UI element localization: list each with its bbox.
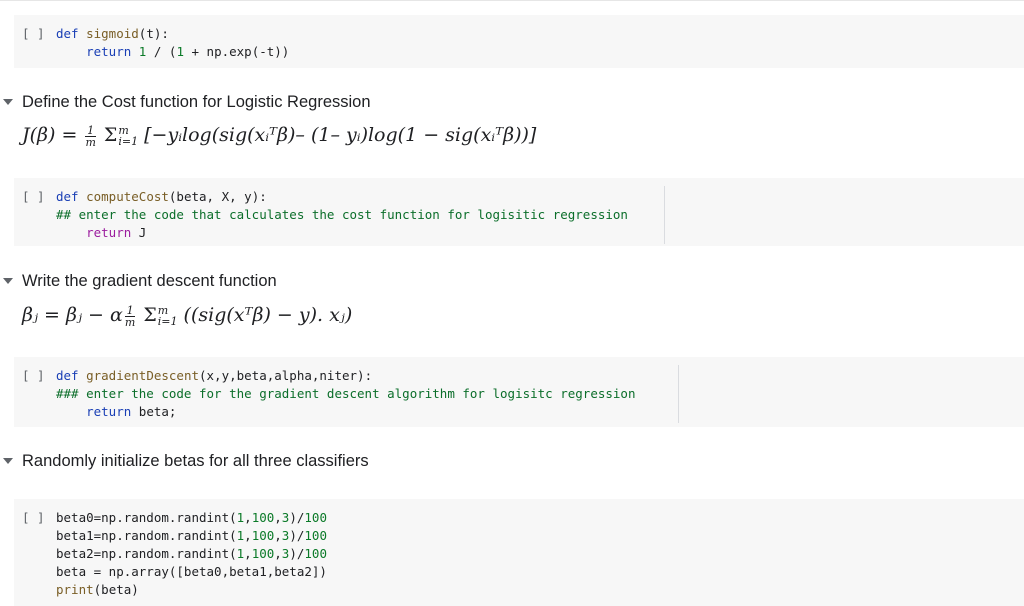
cell-divider	[664, 186, 665, 244]
code-text: / (	[146, 44, 177, 59]
number: 100	[251, 510, 275, 525]
code-editor[interactable]: beta0=np.random.randint(1,100,3)/100 bet…	[56, 510, 327, 597]
run-cell-button[interactable]: [ ]	[22, 368, 45, 383]
sum-symbol: Σ	[143, 304, 157, 326]
number: 1	[138, 44, 147, 59]
number: 1	[236, 510, 245, 525]
heading-text: Randomly initialize betas for all three …	[22, 451, 369, 470]
sum-lower: i=1	[157, 315, 178, 328]
function-name: sigmoid	[86, 26, 139, 41]
number: 1	[236, 528, 245, 543]
code-text: beta = np.array([beta0,beta1,beta2])	[56, 564, 327, 579]
run-cell-button[interactable]: [ ]	[22, 510, 45, 525]
function-name: gradientDescent	[86, 368, 199, 383]
number: 100	[251, 546, 275, 561]
section-heading-cost: Define the Cost function for Logistic Re…	[0, 91, 371, 113]
chevron-down-icon[interactable]	[3, 99, 13, 105]
code-text: beta;	[131, 404, 177, 419]
code-comment: ## enter the code that calculates the co…	[56, 207, 628, 222]
code-text: J	[131, 225, 147, 240]
cell-divider	[678, 365, 679, 423]
keyword: return	[86, 404, 132, 419]
number: 100	[304, 528, 327, 543]
fraction-numerator: 1	[124, 303, 136, 317]
code-text: + np.exp(-t))	[183, 44, 290, 59]
function-name: computeCost	[86, 189, 169, 204]
sum-lower: i=1	[118, 135, 139, 148]
chevron-down-icon[interactable]	[3, 278, 13, 284]
code-editor[interactable]: def gradientDescent(x,y,beta,alpha,niter…	[56, 367, 635, 421]
number: 1	[236, 546, 245, 561]
formula-body: ((sig(xᵀβ) − y). xⱼ)	[183, 304, 353, 326]
code-editor[interactable]: def computeCost(beta, X, y): ## enter th…	[56, 188, 628, 242]
number: 100	[251, 528, 275, 543]
run-cell-button[interactable]: [ ]	[22, 26, 45, 41]
run-cell-button[interactable]: [ ]	[22, 189, 45, 204]
code-text: beta1=np.random.randint(	[56, 528, 237, 543]
top-border	[0, 0, 1024, 1]
formula-body: [−yᵢlog(sig(xᵢᵀβ)– (1– yᵢ)log(1 − sig(xᵢ…	[144, 124, 537, 146]
heading-text: Write the gradient descent function	[22, 271, 277, 290]
fraction-numerator: 1	[85, 123, 96, 137]
code-text: )/	[289, 528, 305, 543]
number: 3	[281, 510, 290, 525]
code-editor[interactable]: def sigmoid(t): return 1 / (1 + np.exp(-…	[56, 25, 289, 61]
code-cell-init-betas[interactable]: [ ] beta0=np.random.randint(1,100,3)/100…	[14, 499, 1024, 606]
number: 100	[304, 510, 327, 525]
code-text: beta2=np.random.randint(	[56, 546, 237, 561]
keyword: def	[56, 368, 79, 383]
formula-lhs: βⱼ = βⱼ − α	[22, 304, 123, 326]
keyword: return	[86, 44, 132, 59]
code-text: (beta)	[93, 582, 139, 597]
code-text: )/	[289, 546, 305, 561]
code-cell-sigmoid[interactable]: [ ] def sigmoid(t): return 1 / (1 + np.e…	[14, 15, 1024, 68]
code-args: (t):	[138, 26, 169, 41]
code-args: (beta, X, y):	[168, 189, 267, 204]
heading-text: Define the Cost function for Logistic Re…	[22, 92, 371, 111]
formula-lhs: J(β) =	[22, 124, 78, 146]
code-text: beta0=np.random.randint(	[56, 510, 237, 525]
chevron-down-icon[interactable]	[3, 458, 13, 464]
keyword: return	[86, 225, 132, 240]
sum-upper: m	[157, 304, 169, 317]
code-cell-gradient-descent[interactable]: [ ] def gradientDescent(x,y,beta,alpha,n…	[14, 357, 1024, 427]
section-heading-init: Randomly initialize betas for all three …	[0, 450, 369, 472]
code-comment: ### enter the code for the gradient desc…	[56, 386, 636, 401]
code-cell-compute-cost[interactable]: [ ] def computeCost(beta, X, y): ## ente…	[14, 178, 1024, 246]
code-text: )/	[289, 510, 305, 525]
number: 100	[304, 546, 327, 561]
fraction-denominator: m	[85, 135, 96, 149]
keyword: def	[56, 26, 79, 41]
code-args: (x,y,beta,alpha,niter):	[199, 368, 373, 383]
number: 3	[281, 528, 290, 543]
sum-symbol: Σ	[103, 124, 118, 146]
number: 1	[176, 44, 184, 59]
number: 3	[281, 546, 290, 561]
section-heading-gradient: Write the gradient descent function	[0, 270, 277, 292]
sum-upper: m	[118, 124, 129, 137]
fraction-denominator: m	[124, 315, 136, 329]
builtin-function: print	[56, 582, 94, 597]
keyword: def	[56, 189, 79, 204]
